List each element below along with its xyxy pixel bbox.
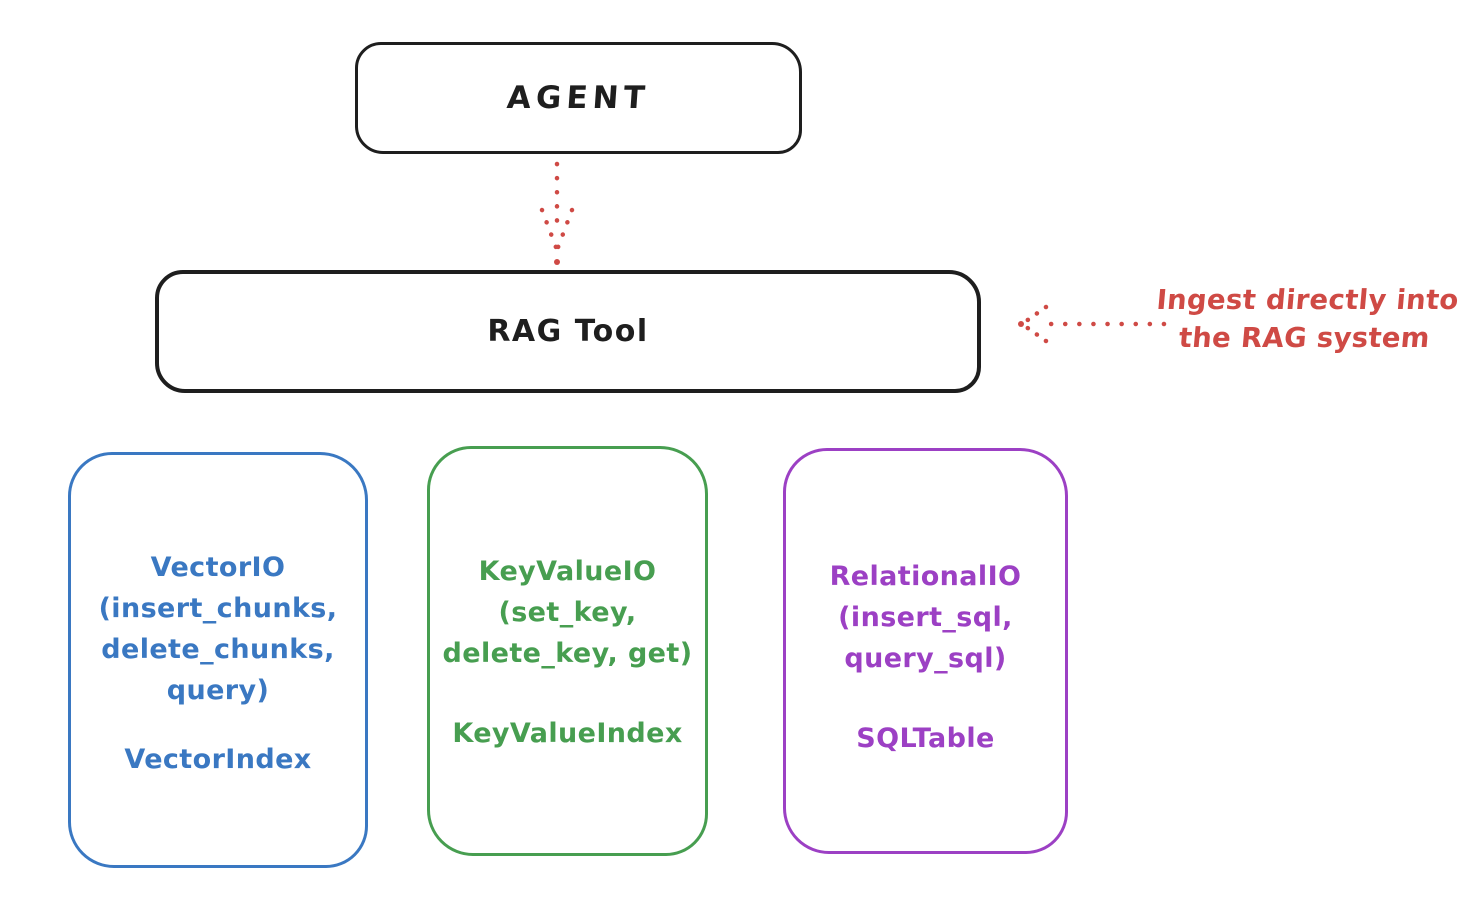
node-vector-io: VectorIO (insert_chunks, delete_chunks, …: [68, 452, 368, 868]
agent-label: AGENT: [505, 80, 652, 116]
node-label-line: delete_key, get): [442, 638, 693, 669]
node-index-label: SQLTable: [856, 723, 995, 754]
node-relational-io: RelationalIO (insert_sql, query_sql) SQL…: [783, 448, 1068, 854]
node-label-line: query_sql): [844, 643, 1007, 674]
ingest-annotation: Ingest directly into the RAG system: [1135, 281, 1478, 357]
node-label-line: delete_chunks,: [101, 634, 335, 665]
node-label-line: VectorIO: [150, 552, 286, 583]
node-index-label: VectorIndex: [124, 744, 312, 775]
rag-tool-label: RAG Tool: [487, 314, 649, 349]
ingest-annotation-line2: the RAG system: [1177, 322, 1432, 354]
node-label-line: RelationalIO: [829, 561, 1022, 592]
node-label-line: query): [166, 675, 270, 706]
agent-node: AGENT: [355, 42, 802, 154]
ingest-annotation-line1: Ingest directly into: [1155, 284, 1461, 316]
arrow-ingest-into-ragtool-icon: [1018, 304, 1167, 344]
rag-tool-node: RAG Tool: [155, 270, 981, 393]
node-label-line: (insert_sql,: [838, 602, 1013, 633]
node-keyvalue-io: KeyValueIO (set_key, delete_key, get) Ke…: [427, 446, 708, 856]
node-label-line: (insert_chunks,: [98, 593, 338, 624]
node-label-line: KeyValueIO: [478, 556, 657, 587]
arrow-agent-to-ragtool-icon: [539, 161, 575, 265]
node-label-line: (set_key,: [498, 597, 637, 628]
node-index-label: KeyValueIndex: [452, 718, 683, 749]
